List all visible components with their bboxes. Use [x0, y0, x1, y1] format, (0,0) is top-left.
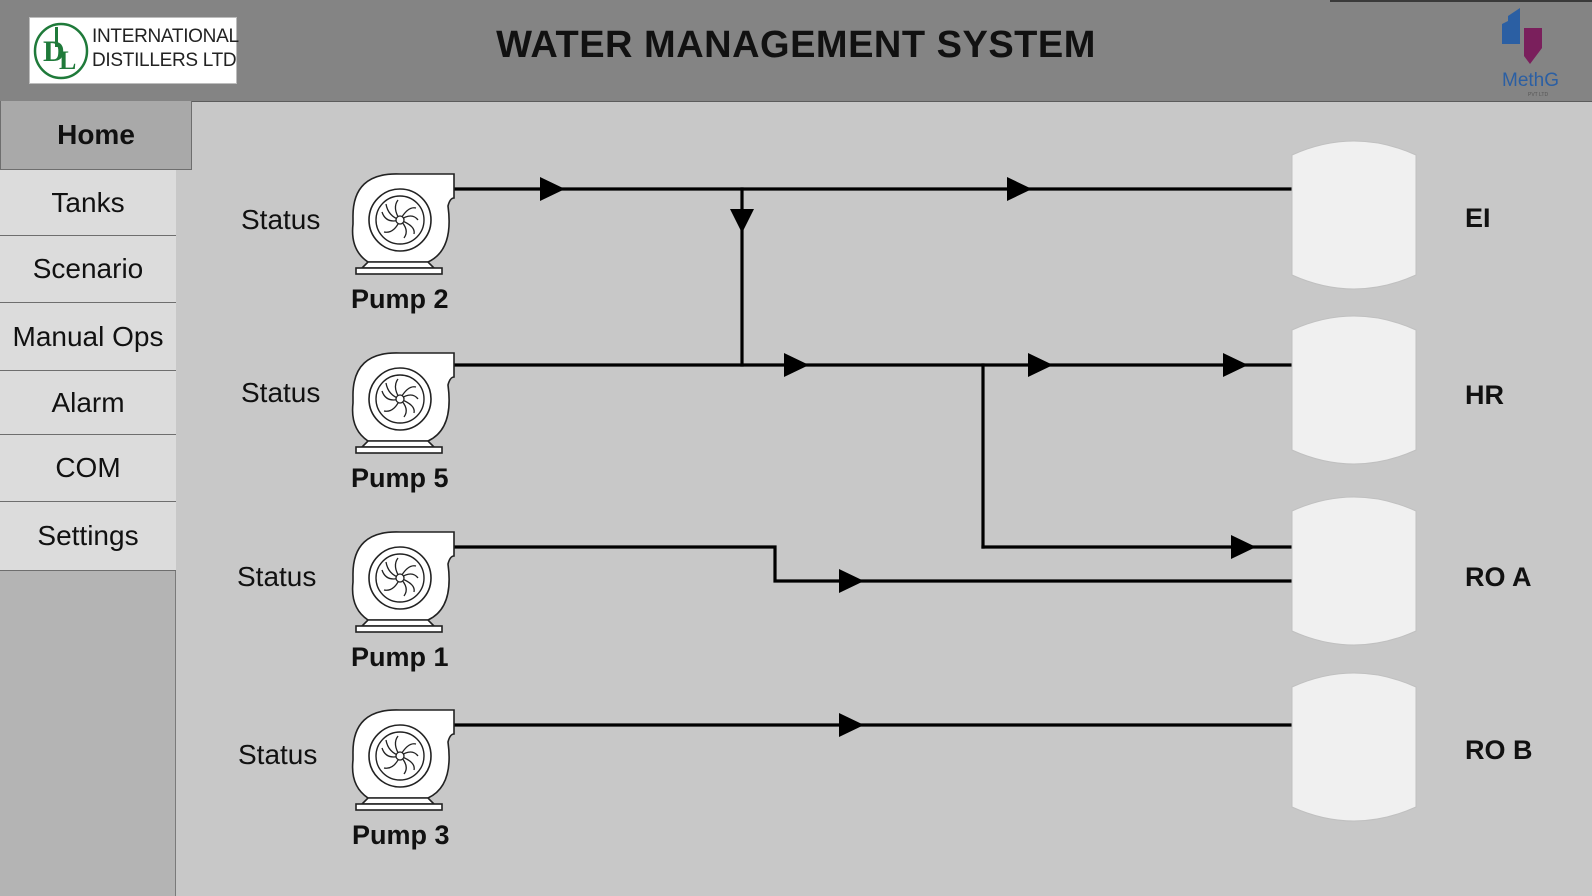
pump-5-icon[interactable]	[351, 352, 455, 454]
pipe-network	[453, 187, 1294, 727]
flow-arrow-icon	[1223, 353, 1248, 377]
flow-arrow-icon	[1231, 535, 1256, 559]
sidebar-nav: Home Tanks Scenario Manual Ops Alarm COM…	[0, 101, 192, 896]
nav-item-settings[interactable]: Settings	[0, 502, 176, 571]
pump-5-label: Pump 5	[351, 463, 449, 493]
methg-logo-icon	[1502, 8, 1542, 64]
flow-arrows	[540, 177, 1256, 737]
tank-ro-b[interactable]	[1291, 672, 1417, 822]
nav-item-alarm[interactable]: Alarm	[0, 371, 176, 435]
nav-item-tanks[interactable]: Tanks	[0, 170, 176, 236]
page-title: WATER MANAGEMENT SYSTEM	[496, 24, 1096, 66]
tank-hr[interactable]	[1291, 315, 1417, 465]
vendor-logo: MethG PVT LTD	[1500, 6, 1570, 98]
pump-1-label: Pump 1	[351, 642, 449, 672]
flow-arrow-icon	[784, 353, 809, 377]
nav-item-manual-ops[interactable]: Manual Ops	[0, 303, 176, 371]
flow-arrow-icon	[1028, 353, 1053, 377]
pump-2-status: Status	[241, 204, 321, 235]
tank-hr-label: HR	[1465, 380, 1504, 410]
pump-5-status: Status	[241, 377, 321, 408]
company-logo: D L INTERNATIONAL DISTILLERS LTD	[29, 17, 239, 84]
svg-text:D: D	[43, 35, 65, 68]
pump-3-status: Status	[238, 739, 318, 770]
nav-item-home[interactable]: Home	[0, 101, 192, 170]
nav-item-scenario[interactable]: Scenario	[0, 236, 176, 303]
nav-item-com[interactable]: COM	[0, 435, 176, 502]
flow-arrow-icon	[839, 569, 864, 593]
company-name-line1: INTERNATIONAL	[92, 26, 239, 47]
pump-1-icon[interactable]	[351, 531, 455, 633]
flow-arrow-icon	[730, 209, 754, 233]
window-edge	[1330, 0, 1592, 2]
tank-ro-a-label: RO A	[1465, 562, 1532, 592]
header-bar: D L INTERNATIONAL DISTILLERS LTD WATER M…	[0, 0, 1592, 102]
idl-logo-icon: D L	[33, 22, 89, 80]
tank-ro-a[interactable]	[1291, 496, 1417, 646]
pump-3-icon[interactable]	[351, 709, 455, 811]
tank-ei-label: EI	[1465, 203, 1491, 233]
svg-text:L: L	[59, 46, 76, 75]
pump-1-status: Status	[237, 561, 317, 592]
flow-arrow-icon	[839, 713, 864, 737]
flow-arrow-icon	[1007, 177, 1032, 201]
pump-2-icon[interactable]	[351, 173, 455, 275]
tank-ei[interactable]	[1291, 140, 1417, 290]
company-name-line2: DISTILLERS LTD	[92, 50, 237, 71]
tank-ro-b-label: RO B	[1465, 735, 1533, 765]
pump-2-label: Pump 2	[351, 284, 449, 314]
vendor-sub: PVT LTD	[1528, 92, 1549, 98]
pump-3-label: Pump 3	[352, 820, 450, 850]
flow-arrow-icon	[540, 177, 565, 201]
vendor-name: MethG	[1502, 70, 1560, 91]
